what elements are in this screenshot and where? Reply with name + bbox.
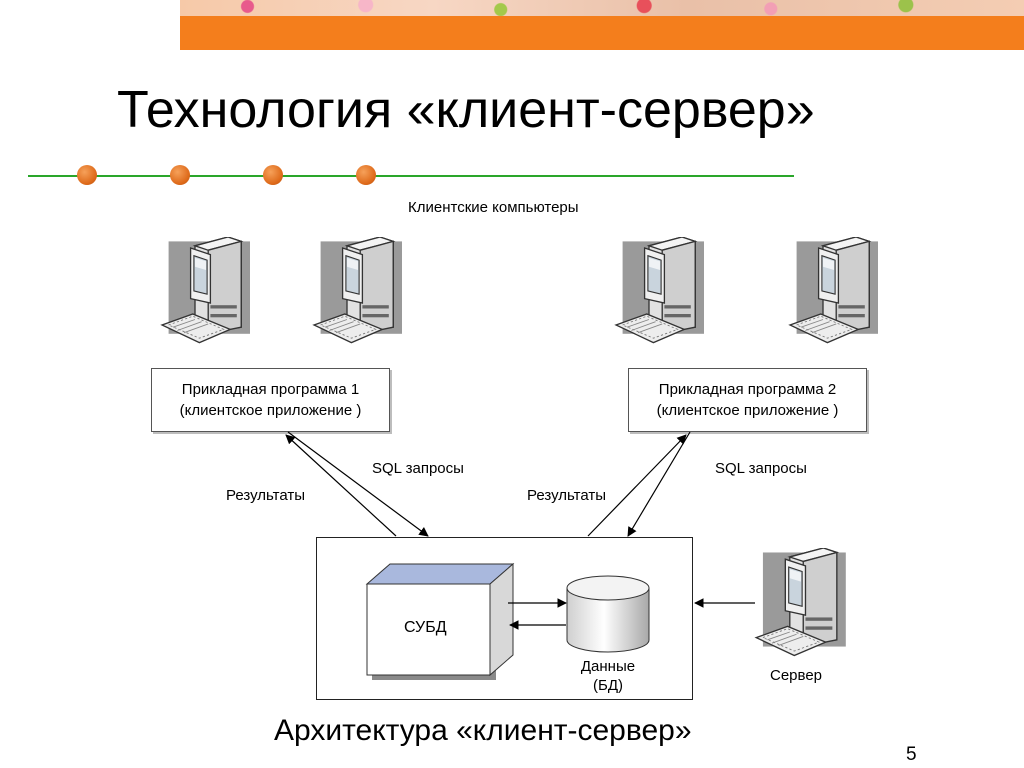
data-label-line2: (БД) <box>593 677 623 694</box>
results-label-left: Результаты <box>226 487 305 504</box>
page-number: 5 <box>906 744 917 765</box>
divider-dot <box>77 165 97 185</box>
results-arrow-left <box>285 434 397 537</box>
header-floral-decoration <box>180 0 1024 16</box>
app1-title: Прикладная программа 1 <box>181 381 360 398</box>
database-cylinder-icon <box>566 575 650 653</box>
divider-dot <box>356 165 376 185</box>
sql-label-right: SQL запросы <box>715 460 807 477</box>
server-label: Сервер <box>770 667 823 684</box>
app2-box: Прикладная программа 2 (клиентское прило… <box>628 368 867 432</box>
page-title: Технология «клиент-сервер» <box>117 81 815 139</box>
server-frame <box>316 537 693 700</box>
sql-arrow-right <box>627 431 691 537</box>
clients-label: Клиентские компьютеры <box>408 199 579 216</box>
app2-subtitle: (клиентское приложение ) <box>656 402 839 419</box>
sql-arrow-left <box>287 431 429 537</box>
results-arrow-right <box>587 434 687 537</box>
header-orange-bar <box>180 16 1024 50</box>
app1-subtitle: (клиентское приложение ) <box>179 402 362 419</box>
results-label-right: Результаты <box>527 487 606 504</box>
app1-box: Прикладная программа 1 (клиентское прило… <box>151 368 390 432</box>
divider-dot <box>263 165 283 185</box>
data-label-line1: Данные <box>580 658 636 675</box>
title-divider <box>28 175 794 177</box>
dbms-label: СУБД <box>404 619 447 636</box>
dbms-box-shape <box>365 562 515 680</box>
data-label: Данные (БД) <box>573 657 643 695</box>
app2-title: Прикладная программа 2 <box>658 381 837 398</box>
sql-label-left: SQL запросы <box>372 460 464 477</box>
diagram-caption: Архитектура «клиент-сервер» <box>274 714 692 747</box>
divider-dot <box>170 165 190 185</box>
